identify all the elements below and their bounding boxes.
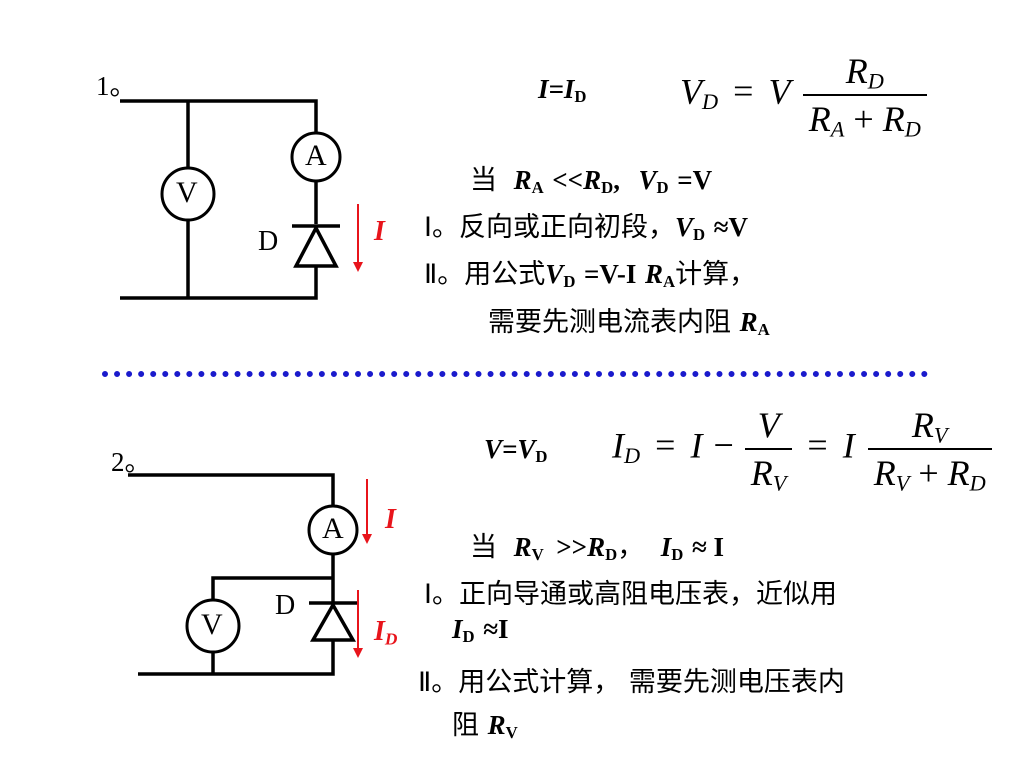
condition-v-equals-vd: V=VD <box>484 434 548 467</box>
ammeter-label-2: A <box>322 512 344 545</box>
s2-line3: ID ≈I <box>452 614 509 647</box>
s1-line3: Ⅱ。用公式VD =V-I RA计算， <box>424 259 757 292</box>
section2-number: 2。 <box>111 447 152 477</box>
formula-vd: VD = V RD RA + RD <box>680 50 927 140</box>
ammeter-label-1: A <box>305 139 327 172</box>
wire-top-1 <box>120 99 318 134</box>
circuit-diagram-1 <box>120 99 363 300</box>
current-arrow-2 <box>362 479 372 544</box>
s2-line2: Ⅰ。正向导通或高阻电压表，近似用 <box>424 579 837 610</box>
voltmeter-label-2: V <box>201 608 223 641</box>
current-arrow-1 <box>353 204 363 272</box>
ammeter-2 <box>307 504 359 556</box>
s1-line4: 需要先测电流表内阻 RA <box>488 307 770 340</box>
s1-line2: Ⅰ。反向或正向初段，VD ≈V <box>424 212 748 245</box>
ammeter-1 <box>290 131 342 183</box>
diode-label-2: D <box>275 590 296 621</box>
diode-2 <box>309 601 357 642</box>
diode-current-label-2: ID <box>374 616 398 649</box>
diode-current-arrow-2 <box>353 590 363 658</box>
wire-bottom-1 <box>120 268 318 300</box>
formula-id: ID = I − V RV = I RV RV + RD <box>612 404 992 494</box>
current-label-1: I <box>374 216 385 247</box>
s2-line5: 阻 RV <box>452 710 518 743</box>
s1-line1: 当 RA <<RD, VD =V <box>470 165 713 198</box>
wire-bottom-2 <box>138 640 335 676</box>
s2-line4: Ⅱ。用公式计算， 需要先测电压表内 <box>418 667 845 698</box>
diode-label-1: D <box>258 226 279 257</box>
circuit-diagram-2 <box>128 473 372 676</box>
s2-line1: 当 RV >>RD， ID ≈ I <box>470 532 725 565</box>
voltmeter-label-1: V <box>176 176 198 209</box>
current-label-2: I <box>385 504 396 535</box>
voltmeter-2 <box>185 598 241 654</box>
wire-voltmeter-top-2 <box>211 576 333 600</box>
section-divider <box>102 371 928 377</box>
diode-1 <box>292 224 340 268</box>
voltmeter-1 <box>160 166 216 222</box>
section1-number: 1。 <box>96 71 137 101</box>
condition-i-equals-id: I=ID <box>538 74 587 107</box>
wire-top-2 <box>128 473 335 506</box>
